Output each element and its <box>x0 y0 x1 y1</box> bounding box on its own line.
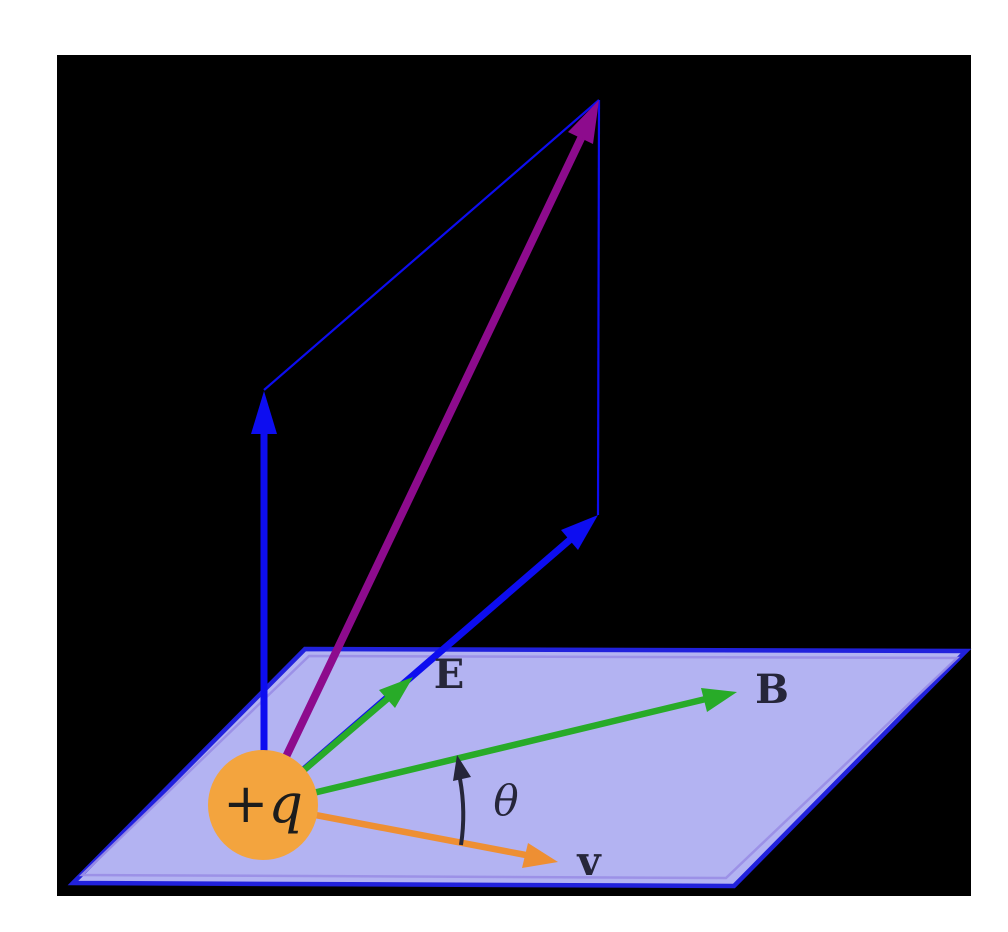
net-force-vector <box>259 100 599 807</box>
angle-arc-curve <box>458 778 466 846</box>
magnetic-field-label: B <box>755 666 789 713</box>
electric-force-vector <box>251 391 277 805</box>
magnetic-field-arrowhead-icon <box>701 688 737 712</box>
net-force-shaft <box>259 128 589 807</box>
charge-circle <box>208 750 318 860</box>
magnetic-field-vector <box>262 688 737 809</box>
magnetic-field-shaft <box>262 694 711 809</box>
angle-label: θ <box>493 776 518 825</box>
velocity-arrowhead-icon <box>522 843 558 868</box>
plane-edge-highlight <box>78 654 961 880</box>
velocity-label: v <box>576 838 602 885</box>
parallelogram-edge-right <box>596 99 601 516</box>
electric-force-arrowhead-icon <box>251 391 277 434</box>
angle-arc-arrowhead-icon <box>453 755 471 781</box>
angle-arc <box>453 755 471 846</box>
parallelogram-edge-upper <box>263 99 600 391</box>
electric-field-arrowhead-icon <box>379 677 413 708</box>
force-parallelogram <box>263 99 601 516</box>
electric-field-label: E <box>434 651 465 698</box>
charge-label: +q <box>223 772 303 835</box>
net-force-arrowhead-icon <box>568 100 599 144</box>
magnetic-force-arrowhead-icon <box>561 515 598 550</box>
